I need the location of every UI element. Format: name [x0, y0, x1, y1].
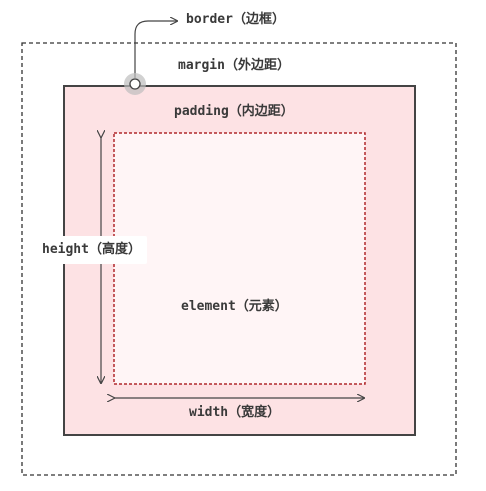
border-callout-line: [134, 21, 177, 78]
margin-outline: [21, 42, 457, 476]
width-label: width（宽度）: [189, 405, 281, 420]
element-label: element（元素）: [181, 299, 288, 314]
height-label: height（高度）: [36, 236, 147, 264]
border-label: border（边框）: [186, 12, 285, 27]
padding-label: padding（内边距）: [174, 104, 294, 119]
border-marker-dot: [129, 78, 141, 90]
margin-label: margin（外边距）: [178, 58, 290, 73]
content-box: [113, 132, 366, 385]
